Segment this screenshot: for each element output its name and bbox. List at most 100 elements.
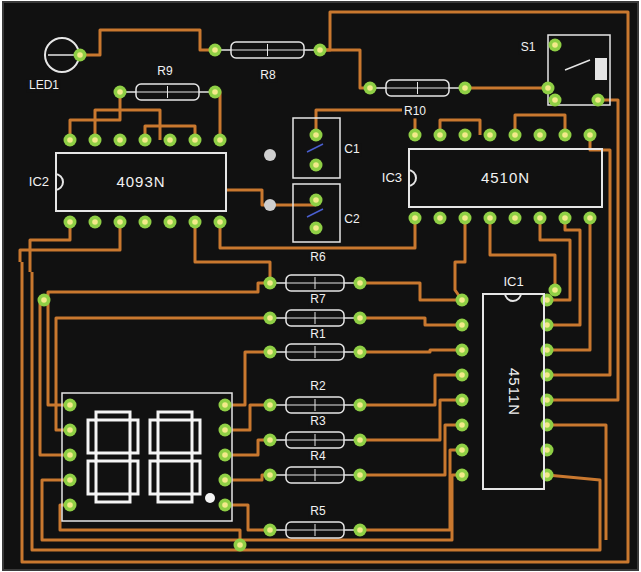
solder-pad xyxy=(214,134,227,147)
solder-pad xyxy=(456,394,469,407)
solder-pad xyxy=(354,434,367,447)
solder-pad xyxy=(559,129,572,142)
copper-trace xyxy=(195,222,270,283)
pad-hole xyxy=(67,502,73,508)
pad-hole xyxy=(412,215,418,221)
solder-pad xyxy=(354,312,367,325)
solder-pad xyxy=(64,399,77,412)
solder-pad xyxy=(64,424,77,437)
pad-hole xyxy=(192,137,198,143)
pad-hole xyxy=(117,219,123,225)
solder-pad xyxy=(549,39,562,52)
pad-hole xyxy=(459,297,465,303)
solder-pad xyxy=(559,212,572,225)
copper-trace xyxy=(547,218,590,350)
pad-hole xyxy=(267,437,273,443)
solder-pad xyxy=(209,44,222,57)
solder-pad xyxy=(459,212,472,225)
solder-pad xyxy=(409,212,422,225)
pad-hole xyxy=(142,137,148,143)
pad-hole xyxy=(41,297,47,303)
solder-pad xyxy=(534,212,547,225)
pad-hole xyxy=(562,215,568,221)
pad-hole xyxy=(544,447,550,453)
mounting-hole xyxy=(264,149,276,161)
copper-trace xyxy=(360,350,462,352)
pad-hole xyxy=(212,47,218,53)
pad-hole xyxy=(537,132,543,138)
solder-pad xyxy=(409,129,422,142)
solder-pad xyxy=(456,319,469,332)
pad-hole xyxy=(357,527,363,533)
display-segment xyxy=(130,420,138,453)
copper-trace xyxy=(215,92,220,140)
copper-trace xyxy=(60,505,240,545)
solder-pad xyxy=(38,294,51,307)
pad-hole xyxy=(222,452,228,458)
pad-hole xyxy=(222,402,228,408)
pad-hole xyxy=(267,527,273,533)
display-segment xyxy=(150,461,158,494)
pad-hole xyxy=(67,219,73,225)
solder-pad xyxy=(89,134,102,147)
solder-pad xyxy=(139,216,152,229)
solder-pad xyxy=(114,216,127,229)
part-number: 4093N xyxy=(116,174,165,191)
display-segment xyxy=(96,494,130,502)
copper-trace xyxy=(56,318,270,430)
pad-hole xyxy=(222,502,228,508)
display-segment xyxy=(130,461,138,494)
solder-pad xyxy=(234,539,247,552)
pad-hole xyxy=(412,132,418,138)
solder-pad xyxy=(64,216,77,229)
display-segment xyxy=(158,412,192,420)
pad-hole xyxy=(267,349,273,355)
display-segment xyxy=(158,453,192,461)
pad-hole xyxy=(437,215,443,221)
mounting-hole xyxy=(264,199,276,211)
solder-pad xyxy=(310,159,323,172)
solder-pad xyxy=(114,134,127,147)
pad-hole xyxy=(512,215,518,221)
resistor-symbol xyxy=(270,397,360,413)
ic-outline: IC24093N xyxy=(55,152,227,212)
copper-trace xyxy=(32,272,600,550)
solder-pad xyxy=(541,369,554,382)
solder-pad xyxy=(209,86,222,99)
pad-hole xyxy=(217,219,223,225)
pad-hole xyxy=(167,219,173,225)
pad-hole xyxy=(459,472,465,478)
part-designator: S1 xyxy=(519,41,538,54)
resistor-symbol xyxy=(270,432,360,448)
solder-pad xyxy=(534,129,547,142)
solder-pad xyxy=(354,469,367,482)
copper-trace xyxy=(455,218,465,300)
solder-pad xyxy=(89,216,102,229)
pad-hole xyxy=(487,215,493,221)
display-segment xyxy=(96,412,130,420)
solder-pad xyxy=(264,277,277,290)
solder-pad xyxy=(264,524,277,537)
pad-hole xyxy=(587,132,593,138)
part-designator: IC3 xyxy=(380,171,404,185)
solder-pad xyxy=(354,346,367,359)
solder-pad xyxy=(64,499,77,512)
solder-pad xyxy=(541,469,554,482)
pad-hole xyxy=(222,477,228,483)
board-ground xyxy=(3,2,638,570)
copper-trace xyxy=(220,218,415,248)
pad-hole xyxy=(357,402,363,408)
solder-pad xyxy=(484,129,497,142)
solder-pad xyxy=(542,82,555,95)
pad-hole xyxy=(537,215,543,221)
part-designator: R1 xyxy=(308,328,327,341)
solder-pad xyxy=(164,134,177,147)
solder-pad xyxy=(456,294,469,307)
pad-hole xyxy=(437,132,443,138)
copper-trace xyxy=(320,50,370,88)
solder-pad xyxy=(219,399,232,412)
copper-trace xyxy=(547,218,580,325)
pad-hole xyxy=(267,280,273,286)
pad-hole xyxy=(562,132,568,138)
solder-pad xyxy=(64,134,77,147)
